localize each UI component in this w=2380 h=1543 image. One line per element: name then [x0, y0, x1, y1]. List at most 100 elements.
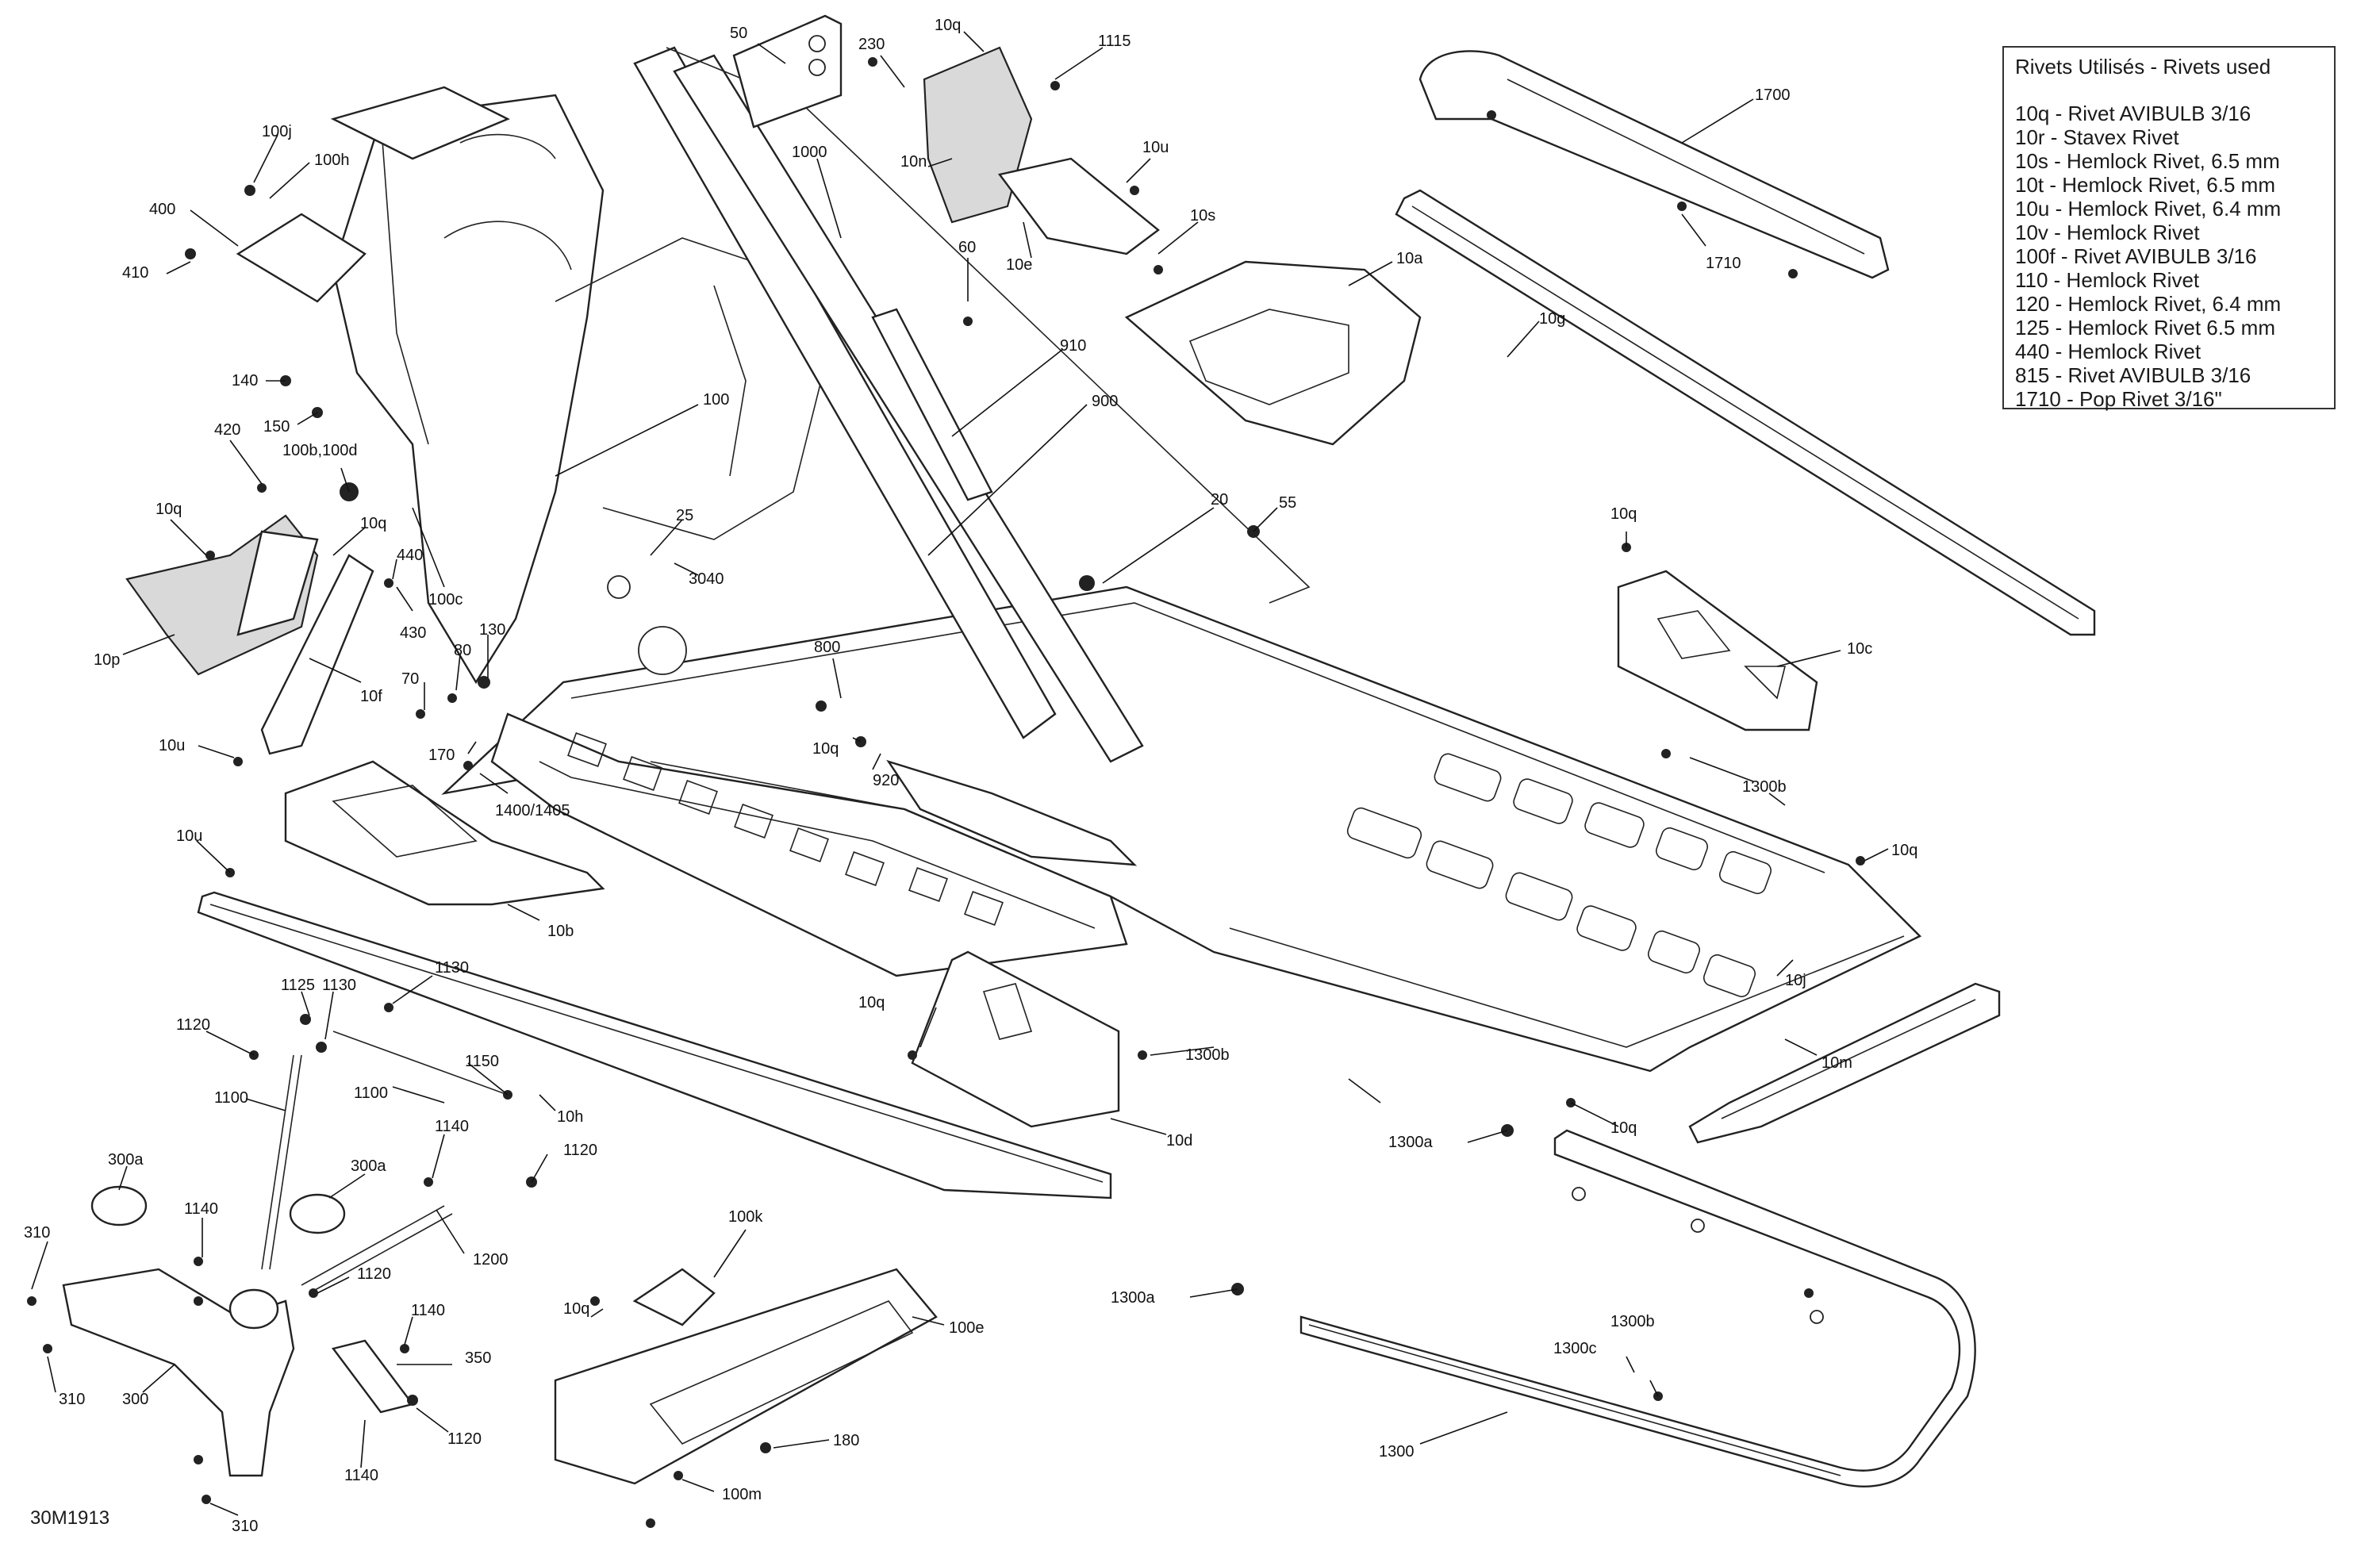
callout-10q-rear: 10q — [1891, 842, 1917, 859]
callout-1300: 1300 — [1379, 1443, 1415, 1460]
legend-item: 10t - Hemlock Rivet, 6.5 mm — [2015, 173, 2275, 197]
callout-10b: 10b — [547, 923, 574, 940]
leader-lines — [31, 31, 1889, 1516]
callout-10q-right: 10q — [1610, 505, 1637, 523]
legend-item: 10s - Hemlock Rivet, 6.5 mm — [2015, 149, 2280, 173]
callout-100j: 100j — [262, 123, 292, 140]
callout-80: 80 — [454, 642, 471, 659]
legend-item: 100f - Rivet AVIBULB 3/16 — [2015, 244, 2257, 268]
fasteners — [27, 57, 1865, 1528]
callout-1150: 1150 — [465, 1053, 499, 1070]
callout-10q-lower: 10q — [858, 994, 885, 1011]
callout-300a-left: 300a — [108, 1151, 144, 1169]
legend-item: 120 - Hemlock Rivet, 6.4 mm — [2015, 292, 2282, 316]
callout-1125: 1125 — [281, 977, 315, 994]
callout-300: 300 — [122, 1391, 148, 1408]
callout-10j: 10j — [1785, 972, 1806, 989]
callout-10p: 10p — [94, 651, 120, 669]
callout-300a-right: 300a — [351, 1157, 386, 1175]
callout-60: 60 — [958, 239, 976, 256]
callout-70: 70 — [401, 670, 419, 688]
legend-item: 125 - Hemlock Rivet 6.5 mm — [2015, 316, 2275, 340]
callout-55: 55 — [1279, 494, 1296, 512]
callout-10q: 10q — [935, 17, 961, 34]
callout-1100-a: 1100 — [214, 1089, 248, 1107]
callout-140: 140 — [232, 372, 258, 390]
callout-1300c: 1300c — [1553, 1340, 1597, 1357]
callout-1120-c: 1120 — [357, 1265, 391, 1283]
callout-440: 440 — [397, 547, 423, 564]
callout-100b-100d: 100b,100d — [282, 442, 358, 459]
bracket-10a — [1124, 260, 1422, 446]
callout-10c: 10c — [1847, 640, 1872, 658]
callout-10d: 10d — [1166, 1132, 1192, 1150]
callout-100e: 100e — [949, 1319, 985, 1337]
callout-800: 800 — [814, 639, 840, 656]
callout-100: 100 — [703, 391, 729, 409]
callout-100k: 100k — [728, 1208, 763, 1226]
callout-230: 230 — [858, 36, 885, 53]
callout-1200: 1200 — [473, 1251, 509, 1269]
legend-title: Rivets Utilisés - Rivets used — [2015, 55, 2271, 79]
upper-struts — [633, 46, 1311, 866]
callout-1140-a: 1140 — [435, 1118, 469, 1135]
callout-310-b: 310 — [59, 1391, 85, 1408]
legend-item: 10u - Hemlock Rivet, 6.4 mm — [2015, 197, 2282, 221]
callout-1120-d: 1120 — [447, 1430, 482, 1448]
callout-910: 910 — [1060, 337, 1086, 355]
tunnel-assembly — [441, 575, 1922, 1073]
callout-430: 430 — [400, 624, 426, 642]
legend-item: 110 - Hemlock Rivet — [2015, 268, 2200, 292]
plate-10c — [1617, 570, 1818, 731]
callout-900: 900 — [1092, 393, 1118, 410]
callout-10n: 10n — [900, 153, 927, 171]
plate-10p — [125, 514, 319, 676]
runner-10h — [197, 891, 1112, 1199]
callout-1120-a: 1120 — [176, 1016, 210, 1034]
plate-100e — [554, 1268, 938, 1485]
callout-310-c: 310 — [232, 1518, 258, 1535]
runner-10g — [1395, 189, 2096, 636]
callout-10e: 10e — [1006, 256, 1032, 274]
callout-310-a: 310 — [24, 1224, 50, 1242]
bracket-10b — [284, 760, 605, 906]
callout-10u-left: 10u — [159, 737, 185, 754]
callout-10q-left: 10q — [155, 501, 182, 518]
callout-100c: 100c — [428, 591, 463, 608]
callout-150: 150 — [263, 418, 290, 436]
callout-350: 350 — [465, 1349, 491, 1367]
callout-100m: 100m — [722, 1486, 762, 1503]
callout-130: 130 — [479, 621, 505, 639]
rods-1100-1200 — [90, 1031, 509, 1414]
stiffener-1000 — [871, 308, 993, 501]
callout-10s: 10s — [1190, 207, 1215, 225]
callout-180: 180 — [833, 1432, 859, 1449]
callout-400: 400 — [149, 201, 175, 218]
callout-10u: 10u — [1142, 139, 1169, 156]
callout-420: 420 — [214, 421, 240, 439]
callout-10h: 10h — [557, 1108, 583, 1126]
callout-1300b-mid: 1300b — [1185, 1046, 1230, 1064]
spindle-300 — [62, 1268, 295, 1477]
strap-10f — [260, 554, 374, 755]
callout-1400-1405: 1400/1405 — [495, 802, 570, 819]
plate-10d — [911, 950, 1120, 1128]
callout-1710: 1710 — [1706, 255, 1741, 272]
callout-410: 410 — [122, 264, 148, 282]
callout-10a: 10a — [1396, 250, 1423, 267]
rail-1700 — [1418, 50, 1890, 279]
diagram-code: 30M1913 — [30, 1507, 110, 1529]
callout-1140-c: 1140 — [411, 1302, 445, 1319]
callout-10m: 10m — [1821, 1054, 1852, 1072]
legend-item: 815 - Rivet AVIBULB 3/16 — [2015, 363, 2251, 387]
callout-10q-strap: 10q — [360, 515, 386, 532]
callout-3040: 3040 — [689, 570, 724, 588]
legend-item: 440 - Hemlock Rivet — [2015, 340, 2202, 363]
callout-920: 920 — [873, 772, 899, 789]
callout-1000: 1000 — [792, 144, 827, 161]
callout-10q-center: 10q — [812, 740, 839, 758]
callout-100h: 100h — [314, 152, 350, 169]
callout-1700: 1700 — [1755, 86, 1791, 104]
callout-1140-b: 1140 — [184, 1200, 218, 1218]
